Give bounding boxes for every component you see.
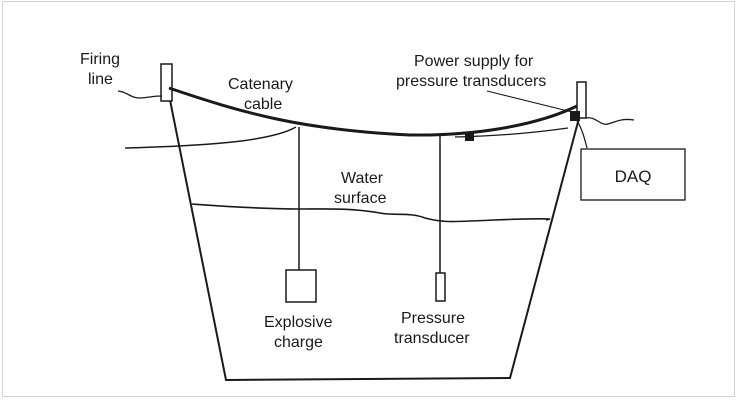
power-supply-block bbox=[570, 111, 580, 121]
right-post bbox=[576, 81, 587, 119]
pressure-transducer bbox=[435, 272, 446, 302]
cable-connector-block bbox=[465, 132, 474, 141]
power-supply-label-2: pressure transducers bbox=[396, 73, 546, 90]
water-surface-label-2: surface bbox=[334, 190, 387, 207]
right-ground-wire bbox=[585, 117, 635, 125]
ground-line bbox=[124, 126, 297, 149]
power-supply-label-1: Power supply for bbox=[414, 53, 534, 70]
explosive-charge bbox=[285, 269, 317, 303]
explosive-charge-label-1: Explosive bbox=[264, 314, 333, 331]
firing-line-label-2: line bbox=[88, 71, 113, 88]
pressure-transducer-label-1: Pressure bbox=[401, 310, 465, 327]
catenary-label-1: Catenary bbox=[228, 76, 293, 93]
daq-label: DAQ bbox=[615, 167, 652, 186]
power-supply-leader bbox=[486, 90, 573, 113]
daq-box bbox=[580, 148, 686, 201]
pressure-transducer-label-2: transducer bbox=[394, 330, 470, 347]
pool-outline bbox=[169, 99, 584, 382]
daq-wire bbox=[575, 118, 588, 149]
water-surface-line bbox=[191, 203, 551, 223]
catenary-label-2: cable bbox=[244, 96, 282, 113]
catenary-cable bbox=[168, 86, 578, 137]
water-surface-label-1: Water bbox=[341, 170, 384, 187]
left-post bbox=[160, 63, 173, 102]
explosive-charge-label-2: charge bbox=[274, 334, 323, 351]
firing-line-wire bbox=[117, 90, 163, 99]
firing-line-label-1: Firing bbox=[80, 51, 120, 68]
